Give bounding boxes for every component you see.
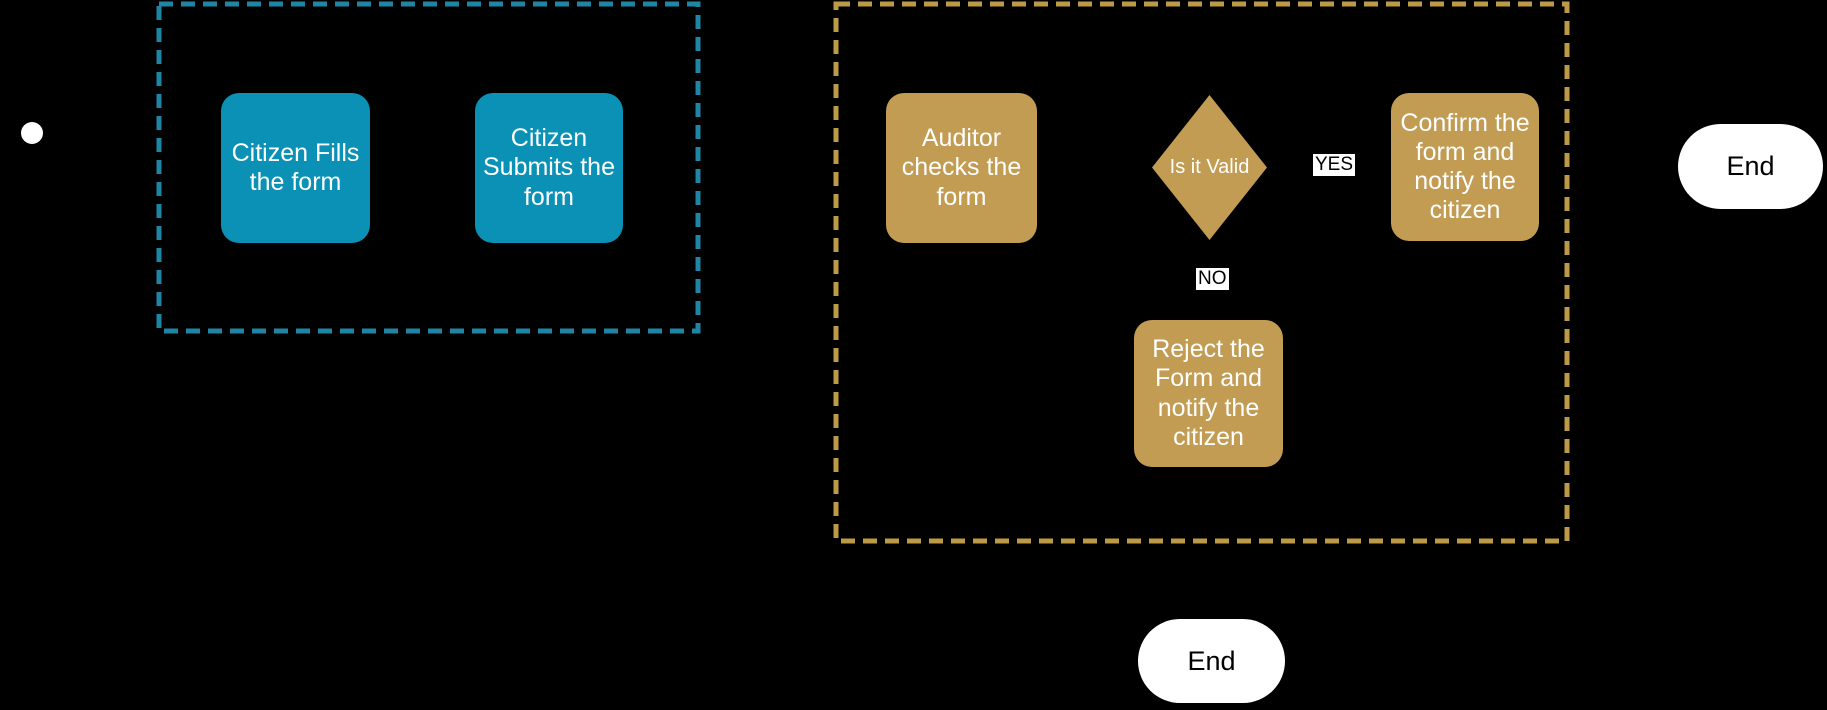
node-citizen-fills-form: Citizen Fills the form <box>221 93 370 243</box>
edge-label-text: NO <box>1198 268 1227 289</box>
node-label: Confirm the form and notify the citizen <box>1400 108 1530 225</box>
node-label: Is it Valid <box>1169 156 1250 178</box>
node-label: End <box>1726 151 1775 181</box>
start-node <box>21 122 43 144</box>
node-label: End <box>1187 645 1236 676</box>
node-label: Citizen Fills the form <box>231 138 360 196</box>
auditor-lane-border <box>833 1 1570 544</box>
node-label: Auditor checks the form <box>901 124 1022 211</box>
citizen-lane-border <box>156 1 701 334</box>
edge-label-yes: YES <box>1313 154 1356 176</box>
node-label: Reject the Form and notify the citizen <box>1152 335 1265 451</box>
end-node-right: End <box>1678 124 1823 209</box>
node-citizen-submits-form: Citizen Submits the form <box>475 93 623 243</box>
edge-label-no: NO <box>1196 268 1229 290</box>
edge-label-text: YES <box>1315 154 1354 175</box>
end-node-bottom: End <box>1138 619 1285 703</box>
node-label: Citizen Submits the form <box>482 124 615 211</box>
node-auditor-checks-form: Auditor checks the form <box>886 93 1037 243</box>
node-reject-form: Reject the Form and notify the citizen <box>1134 320 1283 467</box>
node-confirm-form: Confirm the form and notify the citizen <box>1391 93 1539 241</box>
